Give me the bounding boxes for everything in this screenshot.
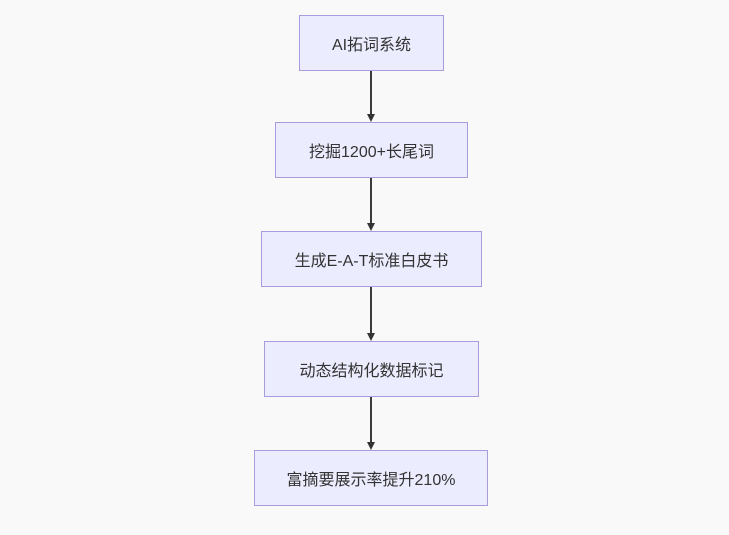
flow-node-label: 富摘要展示率提升210% — [286, 472, 456, 489]
flow-edge-3 — [367, 287, 376, 341]
arrow-line — [370, 178, 372, 223]
flow-node-label: AI拓词系统 — [331, 37, 412, 54]
flow-node-eat-whitepaper: 生成E-A-T标准白皮书 — [261, 231, 482, 287]
arrowhead-down-icon — [367, 442, 375, 450]
flow-edge-4 — [367, 397, 376, 450]
flow-node-structured-data-markup: 动态结构化数据标记 — [264, 341, 479, 397]
arrow-line — [370, 397, 372, 442]
arrowhead-down-icon — [367, 333, 375, 341]
flow-node-rich-snippet-uplift: 富摘要展示率提升210% — [254, 450, 488, 506]
arrow-line — [370, 71, 372, 114]
flow-node-label: 挖掘1200+长尾词 — [309, 144, 434, 161]
flow-node-label: 生成E-A-T标准白皮书 — [294, 253, 449, 270]
flow-node-label: 动态结构化数据标记 — [299, 363, 444, 380]
flow-edge-2 — [367, 178, 376, 231]
arrow-line — [370, 287, 372, 333]
flow-node-ai-word-expansion: AI拓词系统 — [299, 15, 444, 71]
arrowhead-down-icon — [367, 223, 375, 231]
flow-node-longtail-keywords: 挖掘1200+长尾词 — [275, 122, 468, 178]
arrowhead-down-icon — [367, 114, 375, 122]
flow-edge-1 — [367, 71, 376, 122]
